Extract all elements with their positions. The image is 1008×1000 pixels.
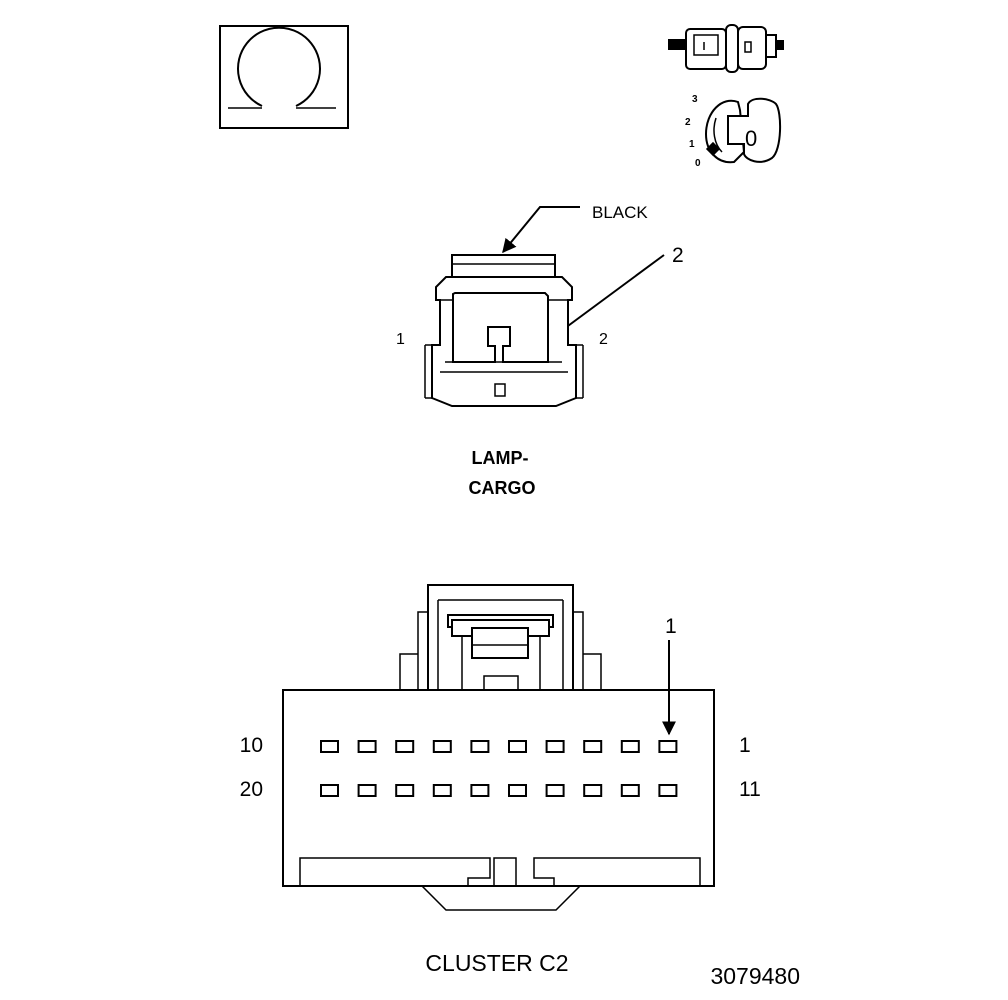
ignition-key-icon: 0 3 2 1 0	[685, 94, 782, 169]
cavity-pin-10	[320, 740, 339, 753]
ohm-symbol-icon	[219, 25, 349, 129]
cavity-pin-13	[583, 784, 603, 797]
figure-id: 3079480	[710, 963, 800, 989]
cavity-pin-15	[508, 784, 527, 797]
row2-left-pin-label: 20	[240, 778, 263, 801]
cavity-pin-1	[658, 740, 678, 753]
ignition-position-2: 2	[685, 117, 691, 128]
lamp-connector-name-line2: CARGO	[469, 478, 536, 498]
cavity-pin-9	[357, 740, 377, 753]
connector-plug-icon	[668, 24, 784, 73]
cavity-pin-6	[470, 740, 490, 753]
cavity-pin-5	[508, 740, 527, 753]
lamp-connector-name-line1: LAMP-	[472, 448, 529, 468]
lamp-pin-2-label: 2	[599, 331, 608, 348]
lamp-callout-number: 2	[672, 244, 684, 267]
cluster-c2-connector: 10 1 20 11 1 CLUSTER C2	[240, 584, 761, 976]
cluster-callout-number: 1	[665, 615, 677, 638]
cavity-pin-14	[545, 784, 565, 797]
row2-right-pin-label: 11	[739, 778, 761, 801]
cavity-pin-8	[395, 740, 415, 753]
cavity-pin-11	[658, 784, 678, 797]
cavity-pin-3	[583, 740, 603, 753]
wire-color-label: BLACK	[592, 203, 648, 222]
cavity-pin-2	[620, 740, 640, 753]
ignition-position-1: 1	[689, 139, 695, 150]
lamp-pin-1-label: 1	[396, 331, 405, 348]
lamp-cargo-connector: BLACK 2 1 2 LAMP- CARGO	[396, 203, 684, 498]
cavity-pin-19	[357, 784, 377, 797]
cavity-pin-7	[432, 740, 452, 753]
cavity-pin-17	[432, 784, 452, 797]
cavity-pin-18	[395, 784, 415, 797]
cavity-pin-4	[545, 740, 565, 753]
ignition-position-3: 3	[692, 94, 698, 105]
ignition-position-0: 0	[695, 158, 701, 169]
cavity-pin-12	[620, 784, 640, 797]
row1-right-pin-label: 1	[739, 734, 751, 757]
ignition-key-label: 0	[745, 126, 757, 151]
cluster-connector-name: CLUSTER C2	[425, 950, 568, 976]
cavity-pin-16	[470, 784, 490, 797]
cavity-pin-20	[320, 784, 339, 797]
cavity-grid	[320, 740, 678, 797]
row1-left-pin-label: 10	[240, 734, 263, 757]
